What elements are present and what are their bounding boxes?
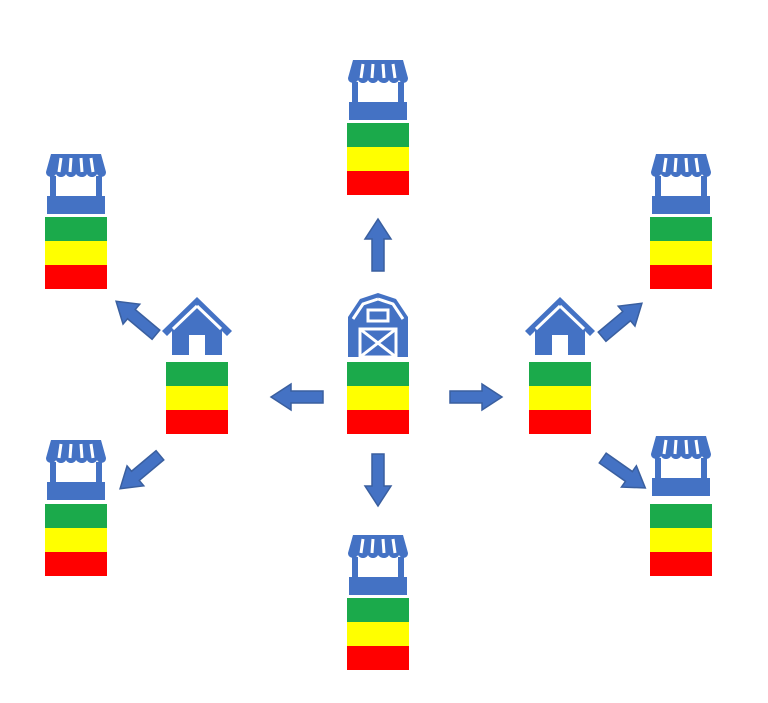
level-red <box>650 265 712 289</box>
node-warehouse-left <box>160 295 234 434</box>
market-stall-icon <box>649 434 713 498</box>
level-yellow <box>650 241 712 265</box>
arrow-farm-to-warehouse-right <box>449 383 503 411</box>
arrow-warehouse-right-to-store-lower-right <box>594 446 654 500</box>
nodes <box>44 58 713 670</box>
level-yellow <box>650 528 712 552</box>
house-icon <box>523 295 597 357</box>
market-stall-icon <box>649 152 713 216</box>
level-stack <box>347 123 409 195</box>
node-store-lower-right <box>649 434 713 576</box>
house-icon <box>160 295 234 357</box>
node-store-lower-left <box>44 438 108 576</box>
level-stack <box>45 504 107 576</box>
node-warehouse-right <box>523 295 597 434</box>
level-yellow <box>45 241 107 265</box>
node-store-upper-right <box>649 152 713 289</box>
level-stack <box>529 362 591 434</box>
market-stall-icon <box>346 533 410 597</box>
level-red <box>45 552 107 576</box>
level-stack <box>45 217 107 289</box>
arrow-farm-to-warehouse-left <box>270 383 324 411</box>
market-stall-icon <box>44 438 108 502</box>
arrow-warehouse-left-to-store-lower-left <box>110 444 170 500</box>
node-farm <box>346 291 410 434</box>
level-stack <box>347 362 409 434</box>
level-green <box>347 362 409 386</box>
market-stall-icon <box>346 58 410 122</box>
node-store-top <box>346 58 410 195</box>
level-stack <box>650 217 712 289</box>
level-yellow <box>347 386 409 410</box>
barn-icon <box>346 291 410 359</box>
level-stack <box>347 598 409 670</box>
node-store-bottom <box>346 533 410 670</box>
level-yellow <box>347 147 409 171</box>
level-red <box>529 410 591 434</box>
level-stack <box>166 362 228 434</box>
arrow-warehouse-left-to-store-upper-left <box>106 290 166 346</box>
level-green <box>650 504 712 528</box>
level-green <box>650 217 712 241</box>
arrow-farm-to-store-bottom <box>364 453 392 507</box>
level-green <box>529 362 591 386</box>
level-green <box>347 598 409 622</box>
level-stack <box>650 504 712 576</box>
arrow-warehouse-right-to-store-upper-right <box>592 292 652 348</box>
level-yellow <box>166 386 228 410</box>
level-red <box>347 410 409 434</box>
arrow-farm-to-store-top <box>364 218 392 272</box>
level-yellow <box>45 528 107 552</box>
level-green <box>45 504 107 528</box>
level-red <box>45 265 107 289</box>
market-stall-icon <box>44 152 108 216</box>
level-green <box>166 362 228 386</box>
level-red <box>650 552 712 576</box>
level-red <box>166 410 228 434</box>
level-green <box>45 217 107 241</box>
level-red <box>347 171 409 195</box>
level-yellow <box>347 622 409 646</box>
level-green <box>347 123 409 147</box>
level-yellow <box>529 386 591 410</box>
level-red <box>347 646 409 670</box>
node-store-upper-left <box>44 152 108 289</box>
